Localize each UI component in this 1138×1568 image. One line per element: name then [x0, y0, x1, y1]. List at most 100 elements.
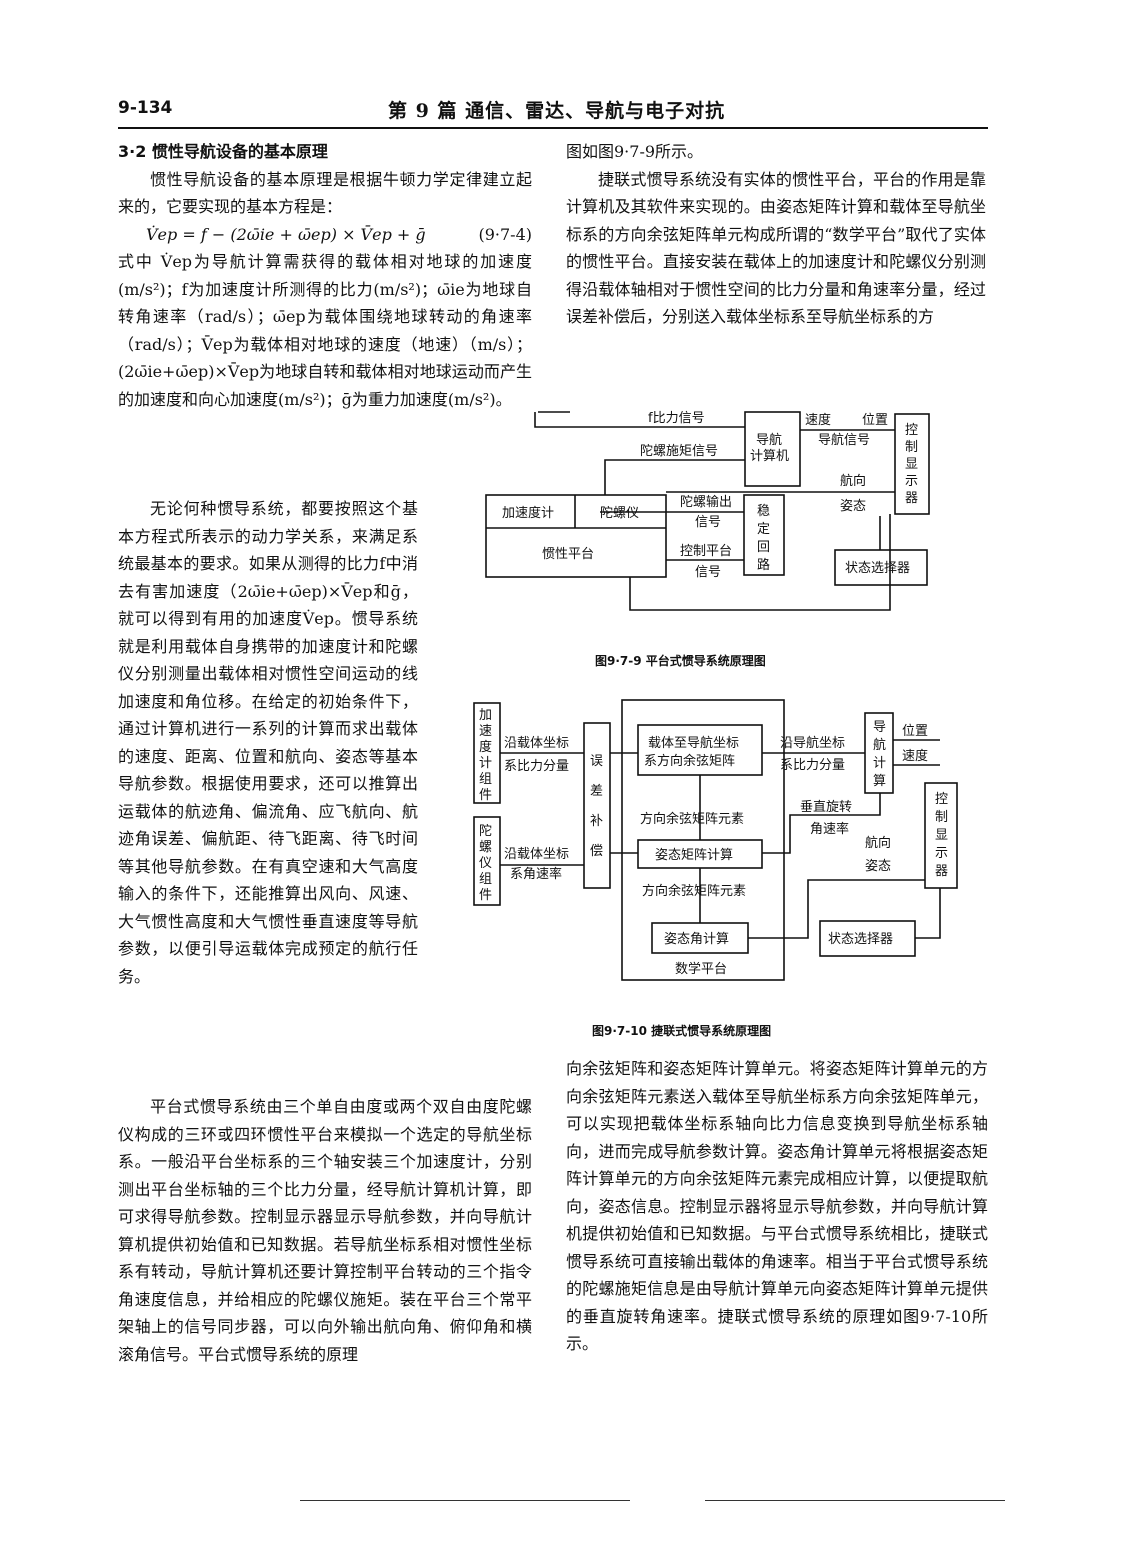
fig2-cd-char: 控 — [935, 792, 948, 807]
paragraph: 向余弦矩阵和姿态矩阵计算单元。将姿态矩阵计算单元的方向余弦矩阵元素送入载体至导航… — [566, 1059, 988, 1353]
fig2-body-force-1: 沿载体坐标 — [504, 736, 569, 751]
fig2-cd-char: 器 — [935, 864, 948, 879]
fig2-math-platform: 数学平台 — [675, 961, 727, 977]
fig2-attitude-angle: 姿态角计算 — [664, 931, 729, 947]
fig2-cd-char: 示 — [935, 846, 948, 861]
fig1-nav-computer-1: 导航 — [756, 432, 782, 448]
fig1-stab-char: 稳 — [757, 503, 770, 519]
fig1-ctrl-platform-1: 控制平台 — [680, 544, 732, 559]
fig2-velocity: 速度 — [902, 748, 928, 764]
fig2-accel-char: 度 — [479, 739, 492, 755]
fig1-gyro-out-1: 陀螺输出 — [680, 494, 732, 510]
control-display-box — [924, 782, 958, 889]
fig1-accelerometer: 加速度计 — [502, 505, 554, 521]
fig2-attitude: 姿态 — [865, 858, 891, 874]
paragraph: 捷联式惯导系统没有实体的惯性平台，平台的作用是靠计算机及其软件来实现的。由姿态矩… — [566, 169, 986, 327]
control-display-box — [894, 413, 930, 515]
fig2-err-char: 误 — [590, 754, 603, 769]
fig2-err-char: 差 — [590, 784, 603, 799]
fig2-accel-char: 加 — [479, 708, 492, 723]
right-column-bottom: 向余弦矩阵和姿态矩阵计算单元。将姿态矩阵计算单元的方向余弦矩阵元素送入载体至导航… — [566, 1055, 988, 1358]
equation-number: (9·7-4) — [478, 224, 532, 244]
left-column-narrow: 无论何种惯导系统，都要按照这个基本方程式所表示的动力学关系，来满足系统最基本的要… — [118, 495, 418, 990]
fig2-body-rate-2: 系角速率 — [510, 866, 562, 882]
fig2-cd-char: 制 — [935, 810, 948, 825]
fig1-gyro: 陀螺仪 — [600, 505, 639, 521]
fig1-f-signal: f比力信号 — [648, 411, 705, 426]
fig1-cd-char: 示 — [905, 474, 918, 489]
fig1-speed: 速度 — [805, 412, 831, 428]
fig2-body-rate-1: 沿载体坐标 — [504, 847, 569, 862]
fig2-vertical-rate-1: 垂直旋转 — [800, 800, 852, 815]
fig1-gyro-out-2: 信号 — [695, 515, 721, 530]
figure1-caption: 图9·7-9 平台式惯导系统原理图 — [595, 654, 766, 668]
fig2-cd-char: 显 — [935, 828, 948, 843]
fig1-stab-char: 路 — [757, 557, 770, 573]
section-heading: 3·2 惯性导航设备的基本原理 — [118, 142, 328, 161]
fig1-heading: 航向 — [840, 473, 866, 489]
fig2-accel-char: 计 — [479, 756, 492, 771]
fig1-stab-char: 定 — [757, 522, 770, 537]
error-comp-box — [583, 722, 611, 889]
fig2-gyro-char: 组 — [479, 872, 492, 887]
fig2-gyro-char: 螺 — [479, 840, 492, 855]
fig2-vertical-rate-2: 角速率 — [810, 821, 849, 837]
fig1-cd-char: 制 — [905, 440, 918, 455]
fig2-position: 位置 — [902, 724, 928, 739]
paragraph: 式中 V̇ep为导航计算需获得的载体相对地球的加速度(m/s²)；f为加速度计所… — [118, 252, 532, 409]
fig1-gyro-torque: 陀螺施矩信号 — [640, 443, 718, 459]
fig2-body-force-2: 系比力分量 — [504, 759, 569, 774]
platform-assembly-box — [485, 494, 667, 578]
left-column: 3·2 惯性导航设备的基本原理 惯性导航设备的基本原理是根据牛顿力学定律建立起来… — [118, 138, 532, 413]
fig2-gyro-char: 仪 — [479, 856, 492, 871]
right-column: 图如图9·7-9所示。 捷联式惯导系统没有实体的惯性平台，平台的作用是靠计算机及… — [566, 138, 986, 331]
page-header: 9-134 第 9 篇 通信、雷达、导航与电子对抗 — [118, 98, 988, 124]
fig1-platform: 惯性平台 — [542, 546, 594, 562]
fig2-err-char: 补 — [590, 814, 603, 829]
paragraph: 惯性导航设备的基本原理是根据牛顿力学定律建立起来的，它要实现的基本方程是： — [118, 169, 532, 217]
stabilization-loop-box — [743, 494, 785, 576]
fig1-mode-selector: 状态选择器 — [845, 561, 910, 576]
footer-line — [705, 1500, 1005, 1501]
footer-line — [300, 1500, 630, 1501]
fig2-dcm-elements-b: 方向余弦矩阵元素 — [642, 883, 746, 899]
fig1-position: 位置 — [862, 413, 888, 428]
fig2-gyro-char: 件 — [479, 888, 492, 903]
math-platform-frame — [621, 699, 785, 981]
fig2-dcm-1: 载体至导航坐标 — [648, 735, 739, 751]
fig2-nav-force-1: 沿导航坐标 — [780, 735, 845, 751]
fig2-accel-char: 速 — [479, 724, 492, 739]
left-column-bottom: 平台式惯导系统由三个单自由度或两个双自由度陀螺仪构成的三环或四环惯性平台来模拟一… — [118, 1093, 532, 1368]
fig1-cd-char: 控 — [905, 423, 918, 438]
fig2-accel-char: 件 — [479, 788, 492, 803]
fig2-navcalc-char: 算 — [873, 774, 886, 789]
strapdown-ins-diagram: 加 速 度 计 组 件 陀 螺 仪 组 件 沿载体坐标 系比力分量 沿载体坐标 … — [473, 699, 958, 981]
gyro-group-box — [473, 816, 501, 906]
paragraph: 图如图9·7-9所示。 — [566, 142, 704, 161]
fig2-err-char: 偿 — [590, 844, 603, 859]
fig1-ctrl-platform-2: 信号 — [695, 565, 721, 580]
fig1-stab-char: 回 — [757, 540, 770, 555]
fig2-attitude-matrix: 姿态矩阵计算 — [655, 847, 733, 863]
nav-computer-box — [744, 411, 801, 487]
paragraph: 平台式惯导系统由三个单自由度或两个双自由度陀螺仪构成的三环或四环惯性平台来模拟一… — [118, 1097, 532, 1364]
fig2-heading: 航向 — [865, 835, 891, 851]
equation: V̇ep = f − (2ω̄ie + ω̄ep) × V̄ep + ḡ (9·… — [118, 221, 532, 249]
equation-body: V̇ep = f − (2ω̄ie + ω̄ep) × V̄ep + ḡ — [146, 224, 426, 244]
fig2-navcalc-char: 航 — [873, 737, 886, 753]
fig2-dcm-elements-a: 方向余弦矩阵元素 — [640, 811, 744, 827]
platform-ins-diagram: f比力信号 速度 位置 导航信号 陀螺施矩信号 导航 计算机 控 制 显 示 器… — [485, 411, 930, 611]
fig2-navcalc-char: 计 — [873, 756, 886, 771]
fig1-nav-signal: 导航信号 — [818, 432, 870, 448]
fig2-nav-force-2: 系比力分量 — [780, 758, 845, 773]
mode-selector-box — [834, 549, 928, 586]
header-rule — [118, 127, 988, 129]
fig2-accel-char: 组 — [479, 772, 492, 787]
paragraph: 无论何种惯导系统，都要按照这个基本方程式所表示的动力学关系，来满足系统最基本的要… — [118, 499, 418, 986]
page-number: 9-134 — [118, 98, 173, 118]
fig2-dcm-2: 系方向余弦矩阵 — [644, 753, 735, 769]
fig1-attitude: 姿态 — [840, 498, 866, 514]
fig2-gyro-char: 陀 — [479, 823, 492, 839]
fig1-cd-char: 器 — [905, 491, 918, 506]
fig2-navcalc-char: 导 — [873, 720, 886, 735]
